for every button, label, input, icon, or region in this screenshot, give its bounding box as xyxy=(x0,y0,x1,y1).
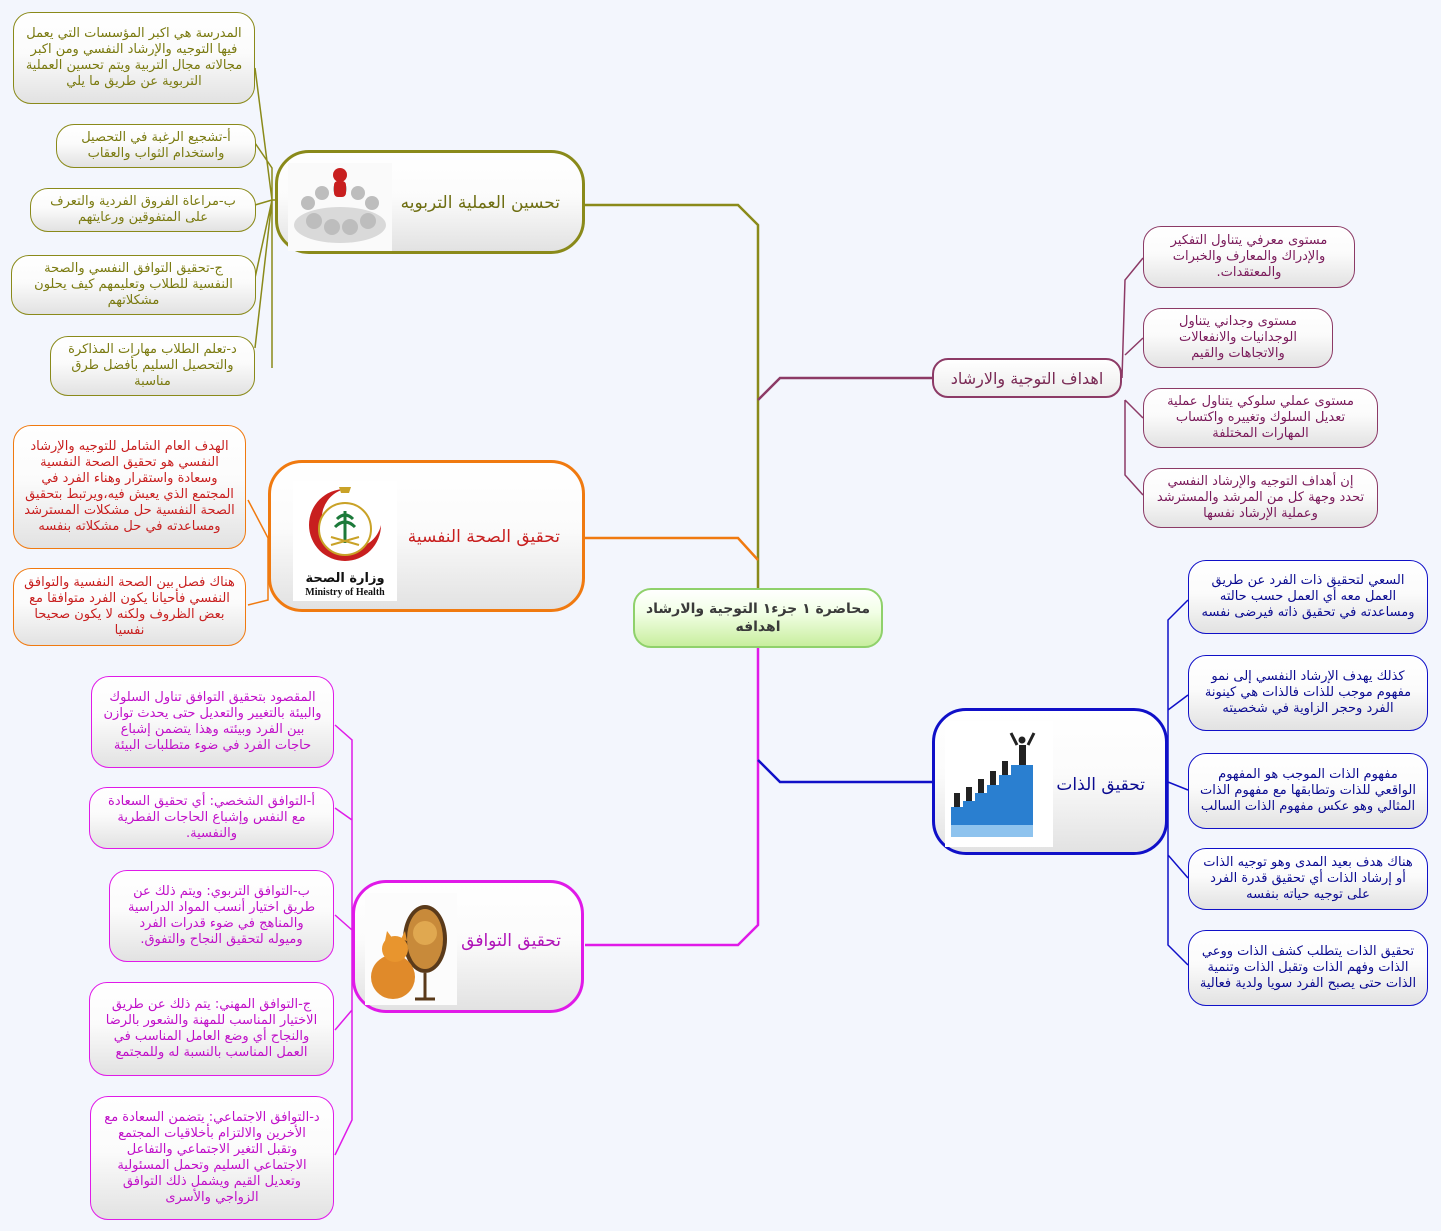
adaptation-title: تحقيق التوافق xyxy=(461,931,561,951)
self-actualization-title: تحقيق الذات xyxy=(1056,775,1145,795)
mental-health-title: تحقيق الصحة النفسية xyxy=(407,527,560,547)
adapt-leaf-professional[interactable]: ج-التوافق المهني: يتم ذلك عن طريق الاختي… xyxy=(89,982,334,1076)
goals-title: اهداف التوجية والارشاد xyxy=(950,368,1104,388)
logo-text-english: Ministry of Health xyxy=(305,587,385,598)
self-actualization-node[interactable]: تحقيق الذات xyxy=(932,708,1168,855)
success-stairs-icon xyxy=(945,721,1053,847)
blue-bracket xyxy=(1167,599,1189,966)
blue-connector xyxy=(757,759,932,784)
improve-education-node[interactable]: تحسين العملية التربويه xyxy=(275,150,585,254)
health-leaf-separation[interactable]: هناك فصل بين الصحة النفسية والتوافق النف… xyxy=(13,568,246,646)
improve-leaf-intro[interactable]: المدرسة هي اكبر المؤسسات التي يعمل فيها … xyxy=(13,12,255,104)
magenta-bracket xyxy=(334,724,353,1156)
goals-node[interactable]: اهداف التوجية والارشاد xyxy=(932,358,1122,398)
mental-health-node[interactable]: وزارة الصحة Ministry of Health تحقيق الص… xyxy=(268,460,585,612)
maroon-bracket xyxy=(1121,257,1144,496)
central-topic-label: محاضرة ١ جزء١ التوجية والارشاد اهدافه xyxy=(645,601,871,635)
maroon-connector xyxy=(757,376,932,401)
ministry-of-health-logo: وزارة الصحة Ministry of Health xyxy=(293,481,397,601)
logo-text-arabic: وزارة الصحة xyxy=(305,571,385,586)
central-topic[interactable]: محاضرة ١ جزء١ التوجية والارشاد اهدافه xyxy=(633,588,883,648)
improve-leaf-b[interactable]: ب-مراعاة الفروق الفردية والتعرف على المت… xyxy=(30,188,256,232)
adapt-leaf-intro[interactable]: المقصود بتحقيق التوافق تناول السلوك والب… xyxy=(91,676,334,768)
improve-leaf-c[interactable]: ج-تحقيق التوافق النفسي والصحة النفسية لل… xyxy=(11,255,256,315)
self-leaf-realistic[interactable]: مفهوم الذات الموجب هو المفهوم الواقعي لل… xyxy=(1188,753,1428,829)
goals-leaf-cognitive[interactable]: مستوى معرفي يتناول التفكير والإدراك والم… xyxy=(1143,226,1355,288)
improve-leaf-a[interactable]: أ-تشجيع الرغبة في التحصيل واستخدام الثوا… xyxy=(56,124,256,168)
goals-leaf-behavioral[interactable]: مستوى عملي سلوكي يتناول عملية تعديل السل… xyxy=(1143,388,1378,448)
self-leaf-requirements[interactable]: تحقيق الذات يتطلب كشف الذات ووعي الذات و… xyxy=(1188,930,1428,1006)
improve-leaf-d[interactable]: د-تعلم الطلاب مهارات المذاكرة والتحصيل ا… xyxy=(50,336,255,396)
goals-leaf-emotional[interactable]: مستوى وجداني يتناول الوجدانيات والانفعال… xyxy=(1143,308,1333,368)
self-leaf-positive-concept[interactable]: كذلك يهدف الإرشاد النفسي إلى نمو مفهوم م… xyxy=(1188,655,1428,731)
health-leaf-general[interactable]: الهدف العام الشامل للتوجيه والإرشاد النف… xyxy=(13,425,246,549)
goals-leaf-direction[interactable]: إن أهداف التوجيه والإرشاد النفسي تحدد وج… xyxy=(1143,468,1378,528)
self-leaf-long-term[interactable]: هناك هدف بعيد المدى وهو توجيه الذات أو إ… xyxy=(1188,848,1428,910)
self-leaf-pursuit[interactable]: السعي لتحقيق ذات الفرد عن طريق العمل معه… xyxy=(1188,560,1428,634)
adaptation-node[interactable]: تحقيق التوافق xyxy=(352,880,584,1013)
adapt-leaf-social[interactable]: د-التوافق الاجتماعي: يتضمن السعادة مع ال… xyxy=(90,1096,334,1220)
orange-connector xyxy=(585,536,759,561)
adapt-leaf-educational[interactable]: ب-التوافق التربوي: ويتم ذلك عن طريق اختي… xyxy=(109,870,334,962)
olive-bracket xyxy=(254,67,275,368)
adapt-leaf-personal[interactable]: أ-التوافق الشخصي: أي تحقيق السعادة مع ال… xyxy=(89,787,334,849)
improve-education-title: تحسين العملية التربويه xyxy=(400,193,560,213)
cat-mirror-lion-icon xyxy=(365,893,457,1005)
magenta-connector xyxy=(585,640,760,947)
olive-connector xyxy=(585,203,760,615)
orange-bracket xyxy=(247,499,269,606)
people-circle-icon xyxy=(288,163,392,251)
